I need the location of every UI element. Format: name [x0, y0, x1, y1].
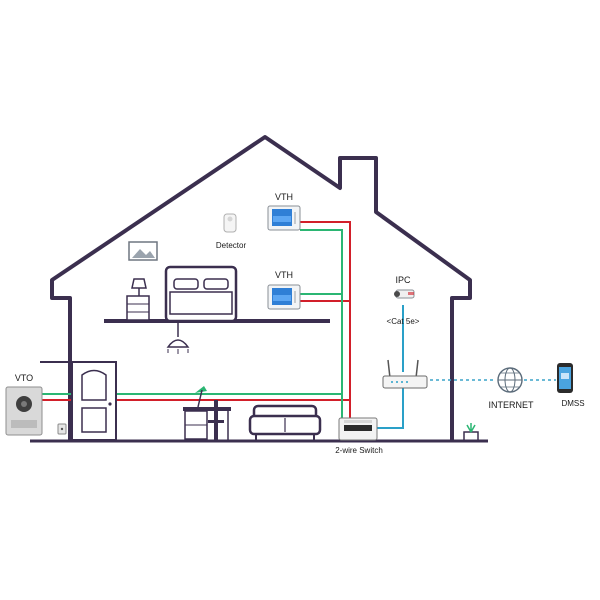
globe-icon [497, 367, 523, 393]
vth-monitor-mid [267, 284, 301, 310]
nightstand-icon [126, 295, 150, 321]
detector-icon [223, 213, 237, 233]
lock-icon [57, 423, 67, 435]
plant-icon [463, 423, 479, 442]
house-outline [50, 135, 472, 440]
desk-icon [183, 407, 231, 440]
green-wire-main [40, 229, 343, 395]
ceiling-light-icon [166, 323, 190, 354]
door-icon [71, 361, 117, 441]
switch-label: 2-wire Switch [335, 446, 383, 455]
smartphone-icon [557, 363, 573, 393]
table-lamp-icon [131, 278, 147, 296]
network-cable-switch [376, 388, 404, 429]
picture-frame-icon [128, 241, 158, 261]
vto-door-station-icon [5, 386, 43, 436]
wiring [40, 221, 556, 429]
ipc-camera-icon [394, 289, 415, 299]
ipc-label: IPC [395, 275, 411, 285]
vto-label: VTO [15, 373, 33, 383]
dmss-label: DMSS [561, 399, 584, 408]
desk-lamp-icon [195, 386, 207, 408]
router-icon [382, 359, 428, 389]
chair-icon [208, 400, 224, 440]
two-wire-switch-icon [338, 417, 378, 441]
sofa-icon [248, 404, 322, 440]
vth-mid-label: VTH [275, 270, 293, 280]
cable-label: <Cat 5e> [387, 317, 420, 326]
bed-icon [164, 265, 238, 323]
vth-top-label: VTH [275, 192, 293, 202]
vth-monitor-top [267, 205, 301, 231]
detector-label: Detector [216, 241, 247, 250]
internet-label: INTERNET [489, 400, 535, 410]
red-wire-main [40, 221, 351, 401]
